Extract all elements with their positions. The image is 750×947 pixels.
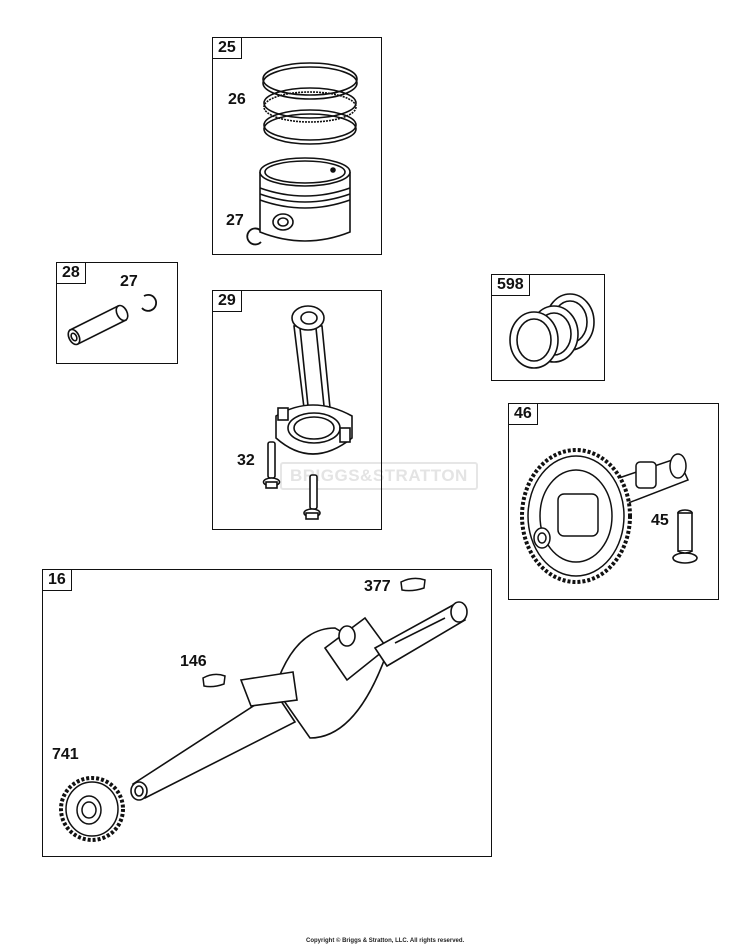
part-box-46: 46: [508, 403, 719, 600]
callout-26[interactable]: 26: [228, 91, 246, 108]
part-number-tag-46[interactable]: 46: [508, 403, 538, 425]
part-number-tag-28[interactable]: 28: [56, 262, 86, 284]
part-box-598: 598: [491, 274, 605, 381]
callout-27-pin[interactable]: 27: [120, 273, 138, 290]
callout-45[interactable]: 45: [651, 512, 669, 529]
rod-bolt-2-drawing: [303, 474, 321, 520]
key-377-drawing: [400, 577, 426, 592]
part-number-tag-16[interactable]: 16: [42, 569, 72, 591]
piston-drawing: [259, 157, 351, 242]
piston-pin-clip-25: [246, 227, 262, 246]
connecting-rod-drawing: [275, 305, 353, 455]
valve-lifter-drawing: [672, 509, 698, 564]
part-number-tag-598[interactable]: 598: [491, 274, 530, 296]
callout-32[interactable]: 32: [237, 452, 255, 469]
callout-377[interactable]: 377: [364, 578, 391, 595]
callout-741[interactable]: 741: [52, 746, 79, 763]
part-box-16: 16: [42, 569, 492, 857]
callout-146[interactable]: 146: [180, 653, 207, 670]
part-box-29: 29: [212, 290, 382, 530]
timing-gear-741-drawing: [59, 776, 125, 842]
callout-27-piston[interactable]: 27: [226, 212, 244, 229]
part-number-tag-25[interactable]: 25: [212, 37, 242, 59]
camshaft-gear-drawing: [520, 448, 690, 584]
part-box-28: 28: [56, 262, 178, 364]
key-146-drawing: [202, 673, 226, 688]
pin-clip-drawing: [141, 293, 157, 312]
brand-watermark: BRIGGS&STRATTON: [280, 462, 478, 490]
crankshaft-drawing: [130, 601, 468, 801]
copyright-notice: Copyright © Briggs & Stratton, LLC. All …: [306, 938, 465, 944]
part-box-25: 25: [212, 37, 382, 255]
seal-rings-drawing: [509, 293, 595, 369]
rod-bolt-1-drawing: [262, 441, 281, 489]
part-number-tag-29[interactable]: 29: [212, 290, 242, 312]
piston-rings-drawing: [262, 62, 358, 145]
piston-pin-drawing: [67, 304, 129, 346]
